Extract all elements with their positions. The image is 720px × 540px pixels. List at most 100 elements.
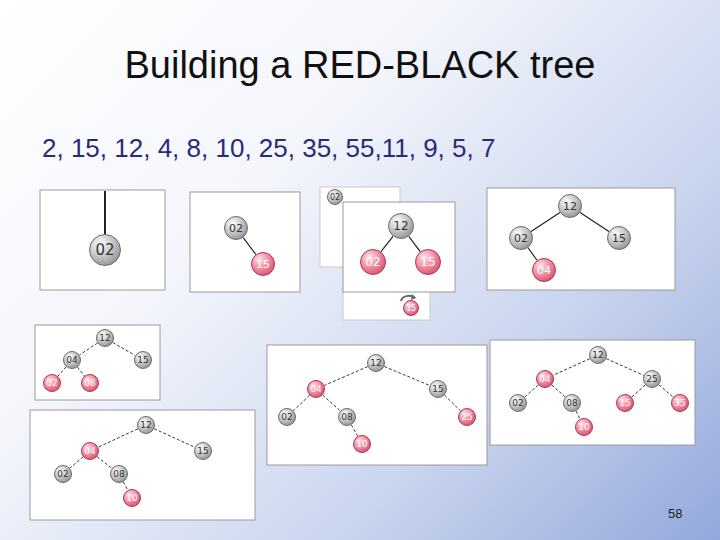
tree-edge bbox=[552, 385, 566, 397]
tree-panel bbox=[490, 340, 695, 445]
tree-node: 08 bbox=[338, 408, 356, 426]
node-value: 15 bbox=[256, 258, 270, 271]
tree-edge bbox=[580, 213, 609, 232]
tree-node: 15 bbox=[429, 380, 447, 398]
tree-node: 15 bbox=[607, 226, 631, 250]
tree-edge bbox=[154, 429, 195, 448]
tree-node: 10 bbox=[123, 489, 141, 507]
tree-node: 02 bbox=[89, 234, 121, 266]
tree-panel bbox=[30, 410, 255, 520]
tree-edge bbox=[444, 395, 460, 410]
tree-node: 08 bbox=[81, 374, 99, 392]
node-value: 02 bbox=[57, 469, 68, 479]
node-value: 08 bbox=[113, 469, 124, 479]
tree-edge bbox=[632, 385, 646, 397]
tree-node: 15 bbox=[616, 394, 634, 412]
tree-edge bbox=[78, 367, 85, 376]
tree-panel bbox=[343, 288, 430, 320]
tree-node: 04 bbox=[536, 370, 554, 388]
node-value: 12 bbox=[563, 200, 577, 213]
node-value: 02 bbox=[229, 222, 243, 235]
tree-node: 35 bbox=[671, 394, 689, 412]
tree-edge bbox=[351, 425, 357, 436]
node-value: 12 bbox=[393, 219, 408, 233]
tree-node: 25 bbox=[458, 408, 476, 426]
tree-panel bbox=[343, 202, 455, 292]
tree-edge bbox=[113, 343, 135, 356]
tree-edge bbox=[98, 429, 138, 447]
node-value: 15 bbox=[197, 446, 208, 456]
tree-edge bbox=[79, 343, 97, 355]
tree-node: 02 bbox=[224, 216, 248, 240]
insertion-sequence: 2, 15, 12, 4, 8, 10, 25, 35, 55,11, 9, 5… bbox=[42, 133, 495, 164]
tree-edge bbox=[576, 411, 580, 419]
node-value: 12 bbox=[99, 333, 110, 343]
node-value: 04 bbox=[84, 446, 95, 456]
tree-edge bbox=[553, 359, 590, 376]
page-number: 58 bbox=[668, 506, 682, 521]
tree-edge bbox=[528, 248, 537, 261]
node-value: 02 bbox=[512, 398, 523, 408]
node-value: 10 bbox=[578, 422, 589, 432]
tree-node: 02 bbox=[278, 408, 296, 426]
tree-panel bbox=[267, 345, 487, 465]
tree-node: 02 bbox=[43, 374, 61, 392]
node-value: 02 bbox=[46, 378, 57, 388]
node-value: 12 bbox=[592, 350, 603, 360]
tree-node: 02 bbox=[360, 249, 386, 275]
tree-node: 02 bbox=[54, 465, 72, 483]
tree-edge bbox=[293, 395, 309, 410]
tree-node: 04 bbox=[307, 380, 325, 398]
tree-node: 08 bbox=[563, 394, 581, 412]
tree-node: 15 bbox=[251, 252, 275, 276]
tree-edge bbox=[409, 236, 420, 251]
tree-node: 15 bbox=[403, 300, 419, 316]
node-value: 02 bbox=[330, 193, 340, 202]
node-value: 15 bbox=[612, 232, 626, 245]
node-value: 02 bbox=[281, 412, 292, 422]
tree-edge bbox=[323, 395, 341, 411]
tree-edge bbox=[606, 359, 644, 376]
tree-node: 10 bbox=[353, 435, 371, 453]
tree-edge bbox=[58, 367, 66, 376]
root-line bbox=[104, 191, 106, 234]
node-value: 08 bbox=[341, 412, 352, 422]
node-value: 15 bbox=[420, 255, 435, 269]
slide-title: Building a RED-BLACK tree bbox=[0, 44, 720, 87]
tree-edge bbox=[384, 366, 429, 385]
tree-node: 12 bbox=[367, 354, 385, 372]
tree-node: 15 bbox=[415, 249, 441, 275]
tree-node: 04 bbox=[532, 258, 556, 282]
node-value: 25 bbox=[461, 412, 472, 422]
tree-panel bbox=[40, 190, 165, 290]
node-value: 12 bbox=[370, 358, 381, 368]
tree-node: 12 bbox=[96, 329, 114, 347]
tree-edge bbox=[324, 367, 367, 386]
tree-edge bbox=[531, 213, 560, 232]
tree-node: 15 bbox=[194, 442, 212, 460]
tree-node: 12 bbox=[137, 416, 155, 434]
tree-node: 02 bbox=[509, 394, 527, 412]
tree-node: 25 bbox=[643, 370, 661, 388]
node-value: 04 bbox=[310, 384, 321, 394]
node-value: 02 bbox=[365, 255, 380, 269]
tree-edge bbox=[97, 457, 112, 469]
tree-node: 02 bbox=[509, 226, 533, 250]
tree-edge bbox=[243, 238, 256, 255]
tree-edge bbox=[659, 385, 673, 397]
node-value: 15 bbox=[432, 384, 443, 394]
node-value: 10 bbox=[126, 493, 137, 503]
tree-node: 12 bbox=[558, 194, 582, 218]
tree-edge bbox=[525, 385, 539, 397]
tree-edge bbox=[70, 457, 83, 468]
tree-node: 15 bbox=[134, 351, 152, 369]
tree-edge bbox=[381, 236, 393, 251]
node-value: 08 bbox=[566, 398, 577, 408]
node-value: 04 bbox=[537, 264, 551, 277]
node-value: 02 bbox=[95, 241, 114, 259]
tree-node: 12 bbox=[388, 213, 414, 239]
tree-node: 04 bbox=[63, 351, 81, 369]
node-value: 35 bbox=[674, 398, 685, 408]
node-value: 15 bbox=[406, 304, 416, 313]
